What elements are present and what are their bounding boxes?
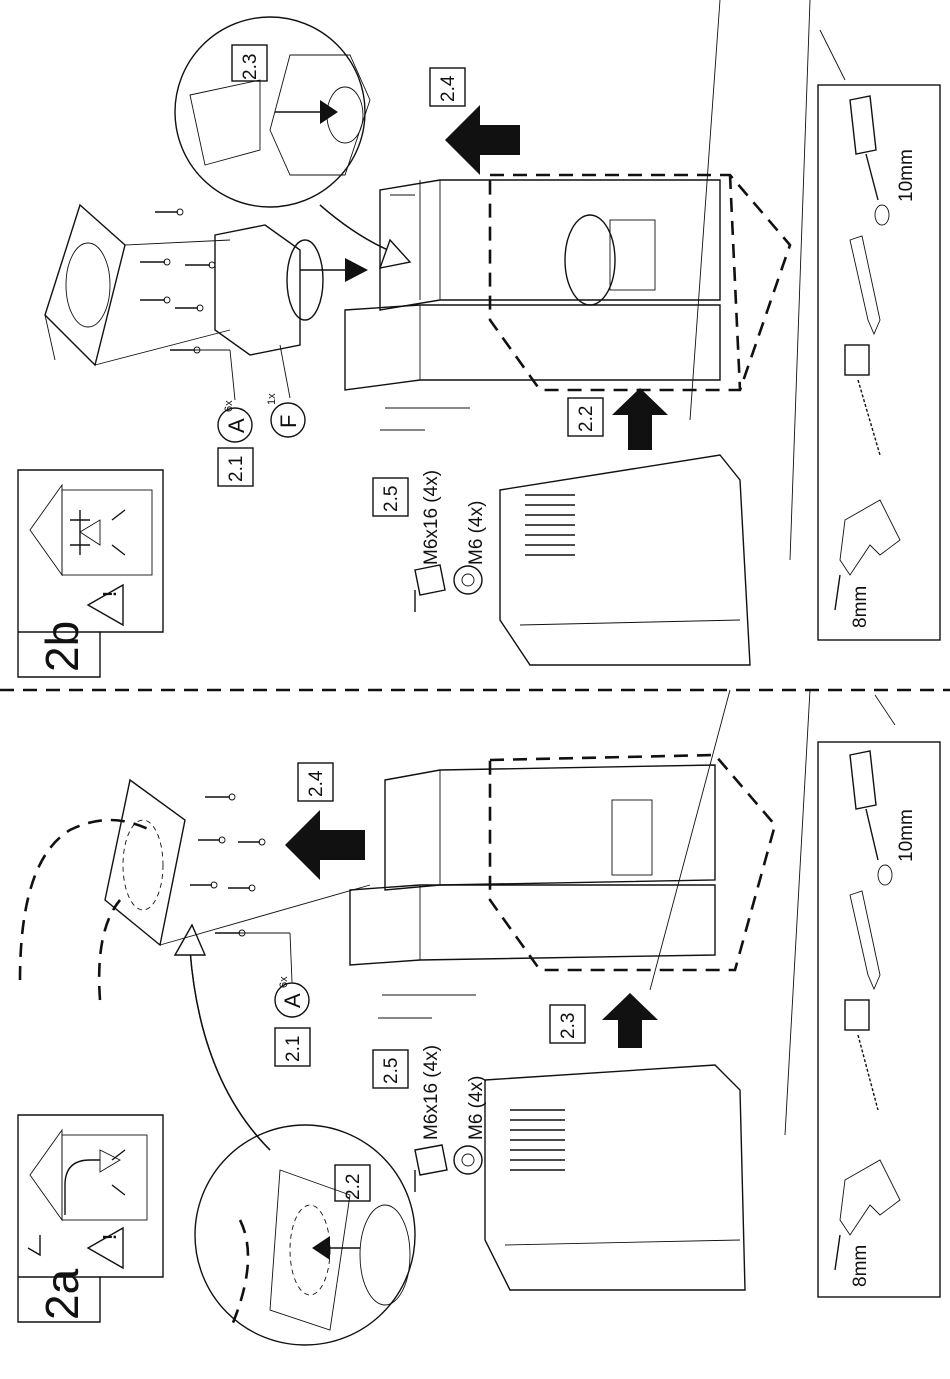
step-2-5-box-2a: 2.5	[373, 1050, 408, 1088]
recirculation-icon	[30, 485, 152, 575]
svg-text:2.2: 2.2	[343, 1174, 364, 1200]
svg-text:F: F	[276, 415, 301, 428]
arrow-up-icon	[445, 105, 520, 175]
wall-lines-2b	[690, 0, 845, 560]
svg-text:6x: 6x	[278, 976, 290, 988]
svg-text:6x: 6x	[223, 400, 235, 412]
washer-icon	[454, 1146, 482, 1174]
svg-text:2.4: 2.4	[306, 770, 327, 797]
hood-body-2b	[500, 455, 750, 665]
step-2-4-box-2b: 2.4	[430, 68, 465, 106]
tape-measure-icon	[845, 1000, 878, 1110]
panel-2b: 2b ! 2.3	[18, 0, 940, 677]
svg-text:2.1: 2.1	[283, 1036, 304, 1062]
hood-body-2a	[485, 1065, 745, 1290]
screws-2b	[140, 209, 215, 353]
outer-duct-dashed-2a	[490, 755, 775, 970]
svg-text:!: !	[100, 591, 120, 597]
bolt-label-2a: M6x16 (4x)	[421, 1045, 442, 1140]
svg-text:A: A	[280, 993, 305, 1008]
screwdriver-size-label: 10mm	[896, 809, 917, 862]
mounting-plate-2a	[105, 780, 370, 945]
svg-text:2.4: 2.4	[438, 75, 459, 102]
bolt-icon	[415, 1145, 447, 1192]
callout-part-f-2b: F 1x	[266, 345, 305, 437]
step-2-3-box-2a: 2.3	[550, 1005, 585, 1043]
arrow-up-icon	[602, 993, 658, 1048]
svg-text:!: !	[100, 1234, 120, 1240]
tools-box-2a: 8mm 10mm	[818, 742, 940, 1297]
svg-text:2.5: 2.5	[381, 1058, 402, 1084]
arrow-up-icon	[612, 388, 668, 450]
washer-label-2a: M6 (4x)	[466, 1076, 487, 1140]
svg-text:2.3: 2.3	[558, 1013, 579, 1039]
panel-2a-title: 2a	[36, 1268, 88, 1320]
screwdriver-size-label: 10mm	[896, 149, 917, 202]
panel-2a: 2a ! 2.2	[18, 690, 940, 1345]
duct-frame-2a	[350, 765, 715, 965]
svg-text:1x: 1x	[266, 393, 278, 405]
bolt-label-2b: M6x16 (4x)	[421, 470, 442, 565]
drill-size-label: 8mm	[850, 586, 871, 628]
svg-text:2.2: 2.2	[576, 406, 597, 432]
callout-part-a-2a: A 6x	[240, 933, 309, 1017]
screwdriver-icon	[850, 751, 892, 885]
svg-text:A: A	[224, 418, 249, 433]
washer-icon	[454, 566, 482, 594]
tape-measure-icon	[845, 345, 880, 455]
screwdriver-icon	[850, 96, 889, 225]
pencil-icon	[850, 236, 880, 334]
pencil-icon	[850, 891, 880, 989]
screws-2a	[190, 794, 265, 936]
drill-size-label: 8mm	[850, 1245, 871, 1287]
panel-2b-title-box: 2b !	[18, 470, 163, 677]
callout-part-a-2b: A 6x	[190, 350, 252, 442]
bolt-icon	[415, 565, 445, 612]
detail-circle-2a: 2.2	[195, 1125, 415, 1345]
panel-2a-title-box: 2a !	[18, 1115, 163, 1322]
duct-frame-2b	[345, 180, 720, 390]
exhaust-icon	[28, 1130, 147, 1255]
step-2-4-box-2a: 2.4	[298, 763, 333, 801]
svg-text:2.1: 2.1	[226, 456, 247, 482]
warning-icon: !	[88, 585, 123, 625]
vent-grille	[510, 1110, 565, 1170]
warning-icon: !	[88, 1228, 123, 1268]
washer-label-2b: M6 (4x)	[466, 501, 487, 565]
vent-grille	[525, 495, 575, 555]
tools-box-2b: 8mm 10mm	[818, 85, 940, 640]
svg-text:2.5: 2.5	[381, 486, 402, 512]
step-2-1-box-2a: 2.1	[275, 1028, 310, 1066]
mounting-plate-2b	[45, 205, 230, 365]
detail-circle-2b: 2.3	[175, 17, 410, 268]
arrow-up-icon	[285, 810, 365, 880]
outer-duct-dashed-2b	[490, 175, 790, 390]
step-2-2-box-2b: 2.2	[568, 398, 603, 436]
panel-2b-title: 2b	[36, 621, 88, 672]
step-2-1-box-2b: 2.1	[218, 448, 253, 486]
step-2-5-box-2b: 2.5	[373, 478, 408, 516]
step-label: 2.3	[240, 54, 261, 80]
